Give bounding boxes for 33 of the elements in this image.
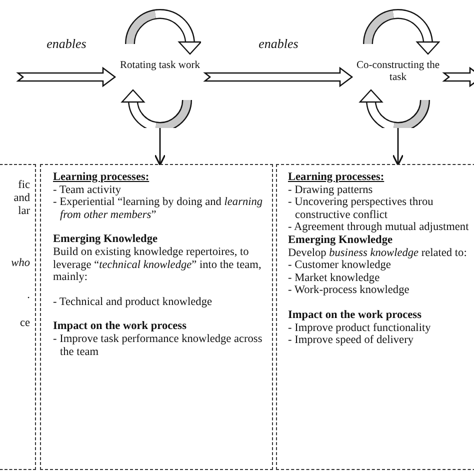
text-fragment: ce: [20, 317, 30, 330]
bullet-item: - Technical and product knowledge: [53, 296, 213, 308]
bullet-item: - Experiential “learning by doing and learning from other members”: [53, 196, 263, 222]
bullet-item: - Drawing patterns: [288, 184, 374, 196]
bullet-item: - Improve product functionality: [288, 322, 432, 334]
text-fragment: and: [14, 192, 30, 205]
text-fragment: lar: [18, 205, 30, 218]
bullet-item: - Work-process knowledge: [288, 284, 410, 297]
stage-label: Rotating task work: [119, 60, 201, 72]
section-heading: Emerging Knowledge: [53, 233, 158, 246]
block-arrow: [203, 66, 354, 88]
stage-label: Co-constructing the task: [356, 60, 440, 84]
bullet-item: - Team activity: [53, 184, 122, 196]
paragraph: Build on existing knowledge repertoires, to leverage “technical knowledge” into the team, mainly:: [53, 246, 262, 284]
section-heading: Emerging Knowledge: [288, 234, 394, 247]
section-heading: Learning processes:: [288, 171, 386, 184]
text-fragment: who: [11, 257, 30, 270]
bullet-item: - Agreement through mutual adjustment: [288, 221, 470, 234]
block-arrow: [442, 66, 474, 88]
section-heading: Impact on the work process: [53, 320, 188, 333]
section-heading: Learning processes:: [53, 171, 150, 184]
text-fragment: .: [27, 289, 30, 302]
bullet-item: - Uncovering perspectives throu constructive conflict: [288, 196, 434, 222]
paragraph: Develop business knowledge related to:: [288, 246, 468, 260]
bullet-item: - Improve task performance knowledge across the team: [53, 332, 263, 358]
text-fragment: fic: [18, 179, 30, 192]
bullet-item: - Improve speed of delivery: [288, 334, 414, 347]
bullet-item: - Market knowledge: [288, 272, 381, 284]
arrow: [392, 128, 404, 166]
bullet-item: - Customer knowledge: [288, 259, 392, 272]
block-arrow: [16, 66, 116, 88]
arrow: [154, 128, 166, 166]
section-heading: Impact on the work process: [288, 308, 422, 322]
